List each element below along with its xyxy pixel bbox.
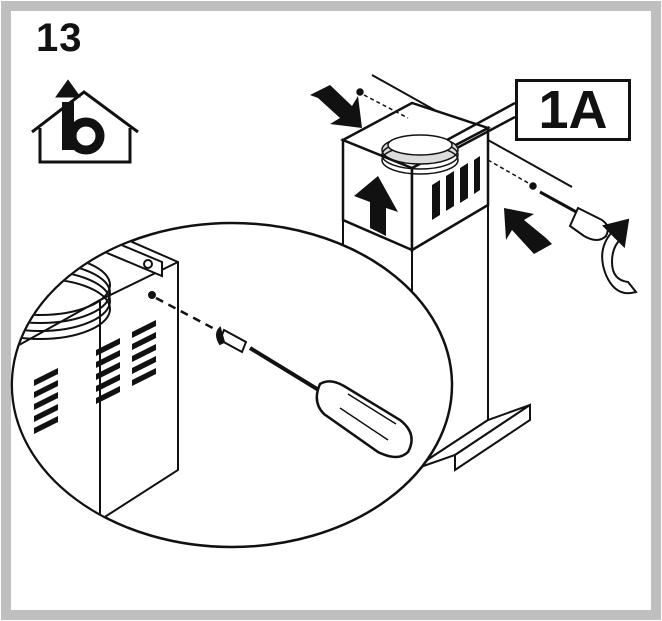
house-b-icon xyxy=(31,79,139,164)
screwdriver-icon xyxy=(248,346,413,459)
push-arrow-icon xyxy=(310,85,552,254)
duct-hose xyxy=(381,134,459,175)
vent-slots-zoom xyxy=(34,320,156,434)
detail-zoom xyxy=(10,221,454,549)
screwdriver-icon xyxy=(539,190,609,241)
up-arrow-icon xyxy=(354,176,398,236)
callout-label: 1A xyxy=(515,79,631,141)
step-number: 13 xyxy=(36,16,83,60)
rotate-arrow-icon xyxy=(601,218,638,295)
callout-lines xyxy=(446,101,516,150)
screw xyxy=(356,88,537,190)
screw xyxy=(216,326,248,354)
vent-slots xyxy=(432,156,480,220)
